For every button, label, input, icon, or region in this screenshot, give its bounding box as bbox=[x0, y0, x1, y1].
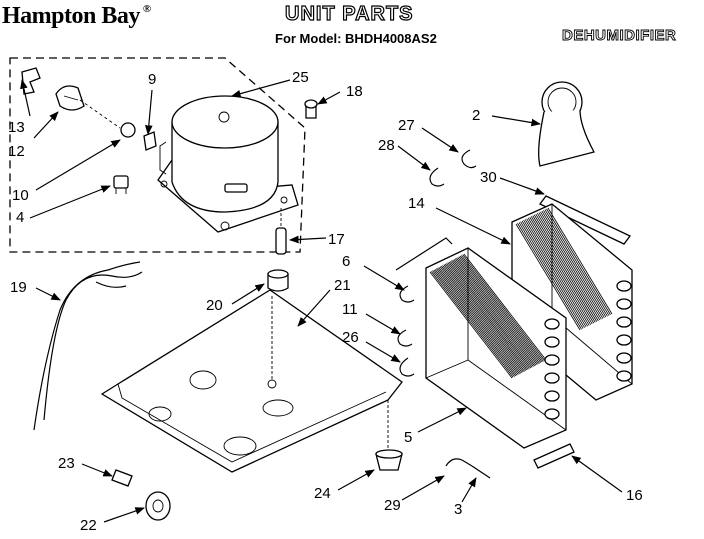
callout-6: 6 bbox=[342, 253, 350, 270]
model-number: For Model: BHDH4008AS2 bbox=[275, 31, 437, 46]
compressor bbox=[157, 95, 299, 233]
callout-17: 17 bbox=[328, 231, 345, 248]
callout-28: 28 bbox=[378, 137, 395, 154]
callout-4: 4 bbox=[16, 209, 24, 226]
clip-28 bbox=[429, 167, 445, 187]
registered-mark: ® bbox=[142, 3, 151, 15]
air-duct-2 bbox=[538, 81, 595, 167]
clip-27 bbox=[461, 149, 477, 169]
base-pan-21 bbox=[100, 289, 403, 473]
drain-plug-24 bbox=[375, 400, 403, 471]
spacer-17 bbox=[275, 208, 287, 255]
clip-26 bbox=[399, 357, 415, 377]
callout-18: 18 bbox=[346, 83, 363, 100]
mount-20 bbox=[267, 269, 289, 292]
callout-12: 12 bbox=[8, 143, 25, 160]
callout-27: 27 bbox=[398, 117, 415, 134]
seal-strip-16 bbox=[533, 443, 575, 469]
callout-11: 11 bbox=[342, 301, 358, 318]
callout-10: 10 bbox=[12, 187, 29, 204]
condenser-5 bbox=[395, 237, 567, 449]
callout-24: 24 bbox=[314, 485, 331, 502]
callout-25: 25 bbox=[292, 69, 309, 86]
callout-23: 23 bbox=[58, 455, 75, 472]
callout-26: 26 bbox=[342, 329, 359, 346]
clip-9 bbox=[143, 131, 157, 151]
overload-10 bbox=[79, 99, 136, 138]
brand-logo: Hampton Bay® bbox=[2, 3, 151, 29]
callout-30: 30 bbox=[480, 169, 497, 186]
callout-5: 5 bbox=[404, 429, 412, 446]
wire-harness-19 bbox=[33, 261, 143, 431]
capacitor-22 bbox=[145, 491, 171, 521]
page-title: UNIT PARTS bbox=[284, 2, 414, 25]
seal-strip-30 bbox=[539, 195, 631, 245]
callout-29: 29 bbox=[384, 497, 401, 514]
terminal-cover-12 bbox=[55, 85, 85, 111]
callout-22: 22 bbox=[80, 517, 97, 534]
callout-3: 3 bbox=[454, 501, 462, 518]
bushing-23 bbox=[111, 469, 133, 487]
relay-4 bbox=[113, 175, 129, 194]
callout-21: 21 bbox=[334, 277, 351, 294]
callout-16: 16 bbox=[626, 487, 643, 504]
callout-2: 2 bbox=[472, 107, 480, 124]
leader-lines bbox=[20, 79, 623, 523]
callout-19: 19 bbox=[10, 279, 27, 296]
callout-14: 14 bbox=[408, 195, 425, 212]
grommet-18 bbox=[304, 99, 318, 119]
callout-13: 13 bbox=[8, 119, 25, 136]
clip-11 bbox=[397, 329, 413, 347]
product-type: DEHUMIDIFIER bbox=[562, 27, 677, 45]
sensor-29 bbox=[445, 458, 491, 479]
compressor-group-outline bbox=[9, 57, 306, 253]
callout-9: 9 bbox=[148, 71, 156, 88]
callout-20: 20 bbox=[206, 297, 223, 314]
